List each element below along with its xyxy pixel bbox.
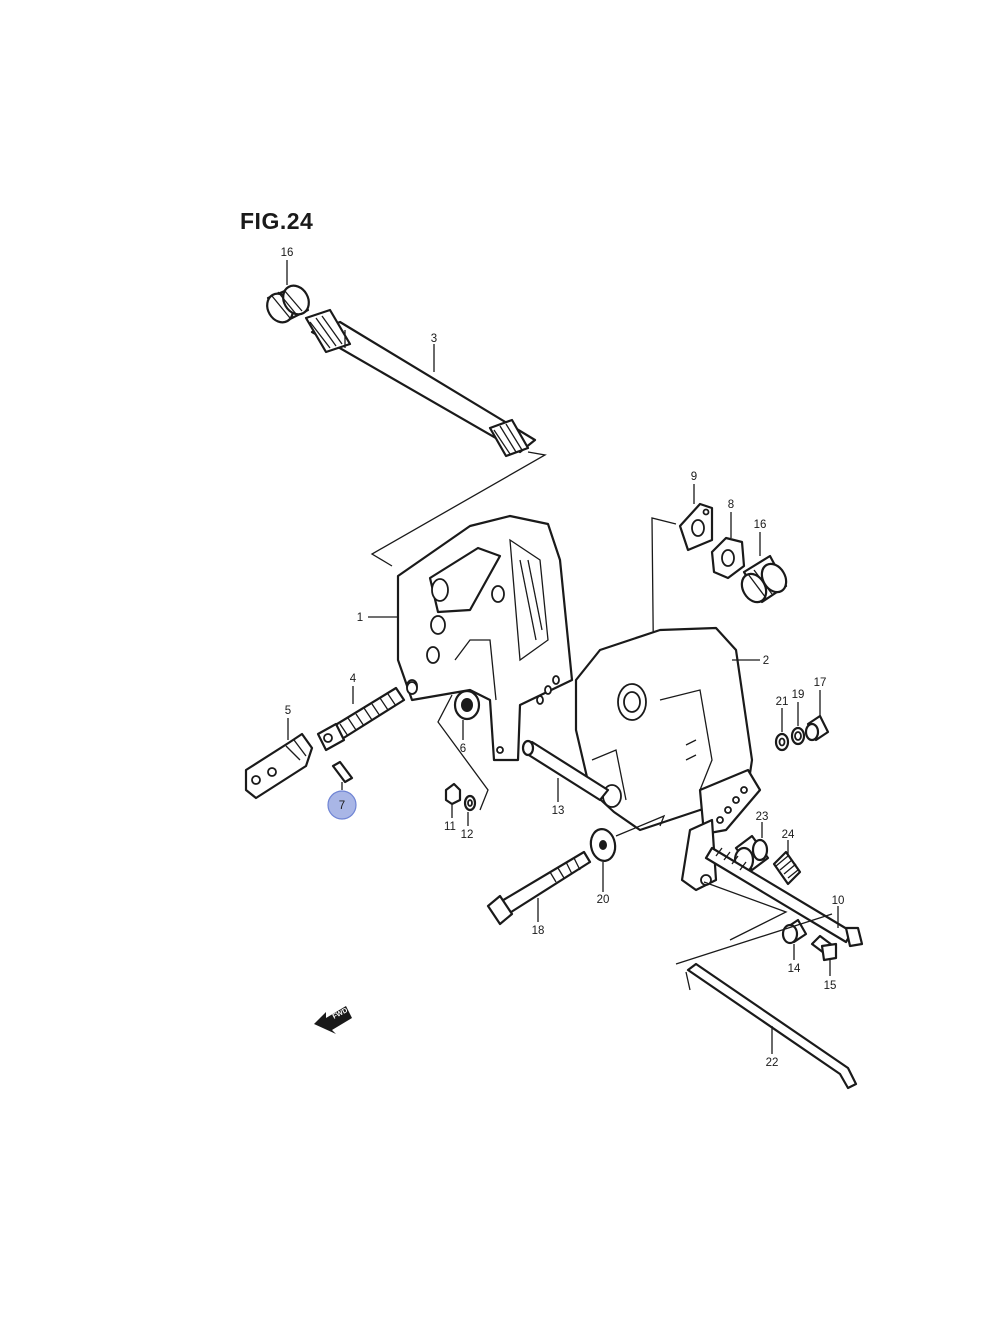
part-24-spring[interactable] — [772, 850, 802, 886]
callout-16a: 16 — [281, 247, 294, 259]
callout-22: 22 — [766, 1057, 779, 1069]
part-17-cap[interactable] — [804, 714, 830, 742]
assembly-line-10 — [703, 881, 788, 941]
assembly-line-20 — [615, 814, 666, 837]
part-15-bolt[interactable] — [810, 934, 838, 962]
callout-13: 13 — [552, 805, 565, 817]
callout-7: 7 — [339, 800, 345, 812]
callout-14: 14 — [788, 963, 801, 975]
part-13-tilt-pin[interactable] — [521, 739, 610, 802]
part-18-long-bolt[interactable] — [486, 850, 592, 926]
assembly-line-6 — [437, 694, 489, 811]
callout-17: 17 — [814, 677, 827, 689]
part-1-clamp-bracket[interactable] — [396, 514, 574, 762]
part-9-plate[interactable] — [678, 502, 714, 552]
callout-3: 3 — [431, 333, 437, 345]
part-16-bushing-top[interactable] — [262, 281, 314, 327]
callout-11: 11 — [444, 821, 456, 833]
part-7-pin[interactable] — [331, 760, 354, 784]
callout-1: 1 — [357, 612, 363, 624]
part-12-washer[interactable] — [463, 794, 477, 812]
part-23-collar[interactable] — [733, 834, 770, 874]
callout-6: 6 — [460, 743, 466, 755]
callout-8: 8 — [728, 499, 734, 511]
callout-23: 23 — [756, 811, 769, 823]
part-11-nut[interactable] — [444, 782, 462, 806]
fwd-arrow-icon: FWD — [314, 1006, 352, 1034]
part-20-washer[interactable] — [588, 827, 617, 863]
part-19-washer[interactable] — [790, 726, 806, 746]
callout-5: 5 — [285, 705, 291, 717]
callout-9: 9 — [691, 471, 697, 483]
assembly-line-3 — [370, 451, 547, 567]
part-10-bolt[interactable] — [704, 846, 864, 948]
assembly-line-22 — [675, 913, 833, 965]
part-21-washer[interactable] — [774, 732, 790, 752]
part-8-nut[interactable] — [710, 536, 746, 580]
part-16-bushing-right[interactable] — [737, 554, 791, 606]
callout-21: 21 — [776, 696, 789, 708]
callout-15: 15 — [824, 980, 837, 992]
part-6-bushing[interactable] — [453, 689, 481, 721]
callout-19: 19 — [792, 689, 805, 701]
part-14-spacer[interactable] — [781, 918, 808, 945]
callout-2: 2 — [763, 655, 769, 667]
figure-title: FIG.24 — [240, 208, 314, 234]
part-4-threaded-rod[interactable] — [316, 681, 418, 752]
callout-4: 4 — [350, 673, 357, 685]
part-3-shaft[interactable] — [304, 308, 537, 458]
part-5-lever[interactable] — [244, 732, 314, 800]
callout-10: 10 — [832, 895, 845, 907]
callout-24: 24 — [782, 829, 795, 841]
callout-18: 18 — [532, 925, 545, 937]
callout-20: 20 — [597, 894, 610, 906]
callout-16b: 16 — [754, 519, 767, 531]
callout-7-highlight[interactable]: 7 — [327, 790, 357, 820]
callout-12: 12 — [461, 829, 474, 841]
